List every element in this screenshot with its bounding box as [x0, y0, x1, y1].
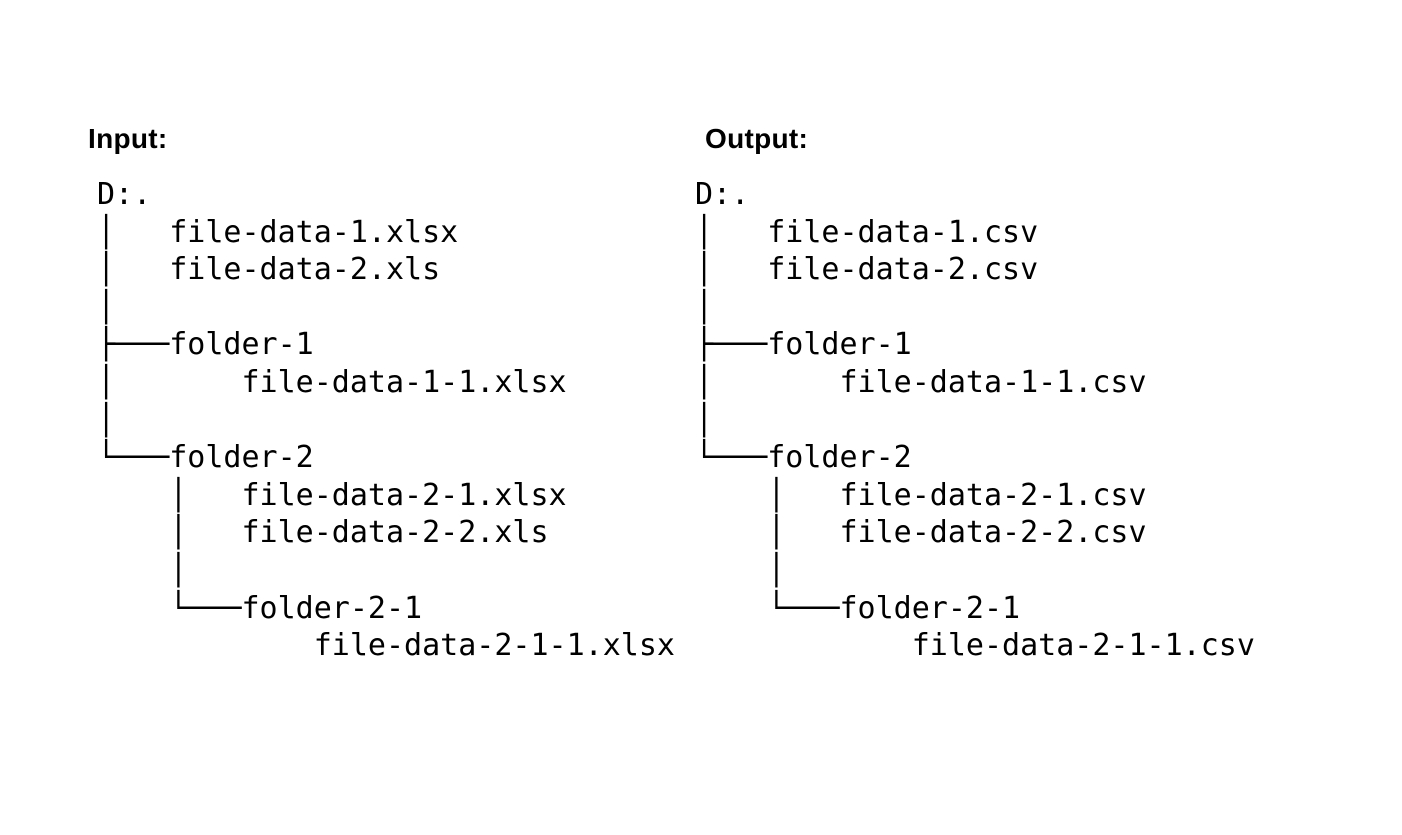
tree-line: └───folder-2: [97, 440, 314, 476]
tree-line: └───folder-2-1: [97, 590, 423, 626]
input-panel: Input: D:.│ file-data-1.xlsx│ file-data-…: [88, 121, 675, 665]
tree-line: D:.: [97, 177, 152, 212]
tree-line: │ file-data-1-1.xlsx: [97, 364, 567, 400]
tree-line: │ file-data-2-2.csv: [695, 515, 1147, 551]
tree-line: │ file-data-2-2.xls: [97, 515, 549, 551]
output-heading: Output:: [705, 123, 809, 154]
tree-line: └───folder-2-1: [695, 590, 1021, 626]
input-directory-tree: D:.│ file-data-1.xlsx│ file-data-2.xls│├…: [97, 176, 675, 665]
tree-line: │ file-data-2-1.xlsx: [97, 477, 567, 513]
tree-line: file-data-2-1-1.xlsx: [97, 628, 675, 664]
tree-line: │: [695, 552, 786, 588]
tree-line: D:.: [695, 177, 750, 212]
tree-line: │ file-data-1.xlsx: [97, 214, 459, 250]
tree-line: │ file-data-2-1.csv: [695, 477, 1147, 513]
tree-line: │: [695, 289, 714, 325]
output-directory-tree: D:.│ file-data-1.csv│ file-data-2.csv│├─…: [695, 176, 1255, 665]
input-heading: Input:: [88, 123, 168, 154]
tree-line: └───folder-2: [695, 440, 912, 476]
tree-line: ├───folder-1: [97, 327, 314, 363]
tree-line: file-data-2-1-1.csv: [695, 628, 1255, 664]
tree-line: │ file-data-2.xls: [97, 252, 441, 288]
tree-line: │: [97, 289, 116, 325]
tree-line: │: [97, 402, 116, 438]
tree-line: │ file-data-1-1.csv: [695, 364, 1147, 400]
tree-line: │ file-data-1.csv: [695, 214, 1039, 250]
output-panel: Output: D:.│ file-data-1.csv│ file-data-…: [695, 121, 1255, 665]
tree-line: │: [695, 402, 714, 438]
tree-line: │: [97, 552, 188, 588]
tree-line: ├───folder-1: [695, 327, 912, 363]
tree-line: │ file-data-2.csv: [695, 252, 1039, 288]
